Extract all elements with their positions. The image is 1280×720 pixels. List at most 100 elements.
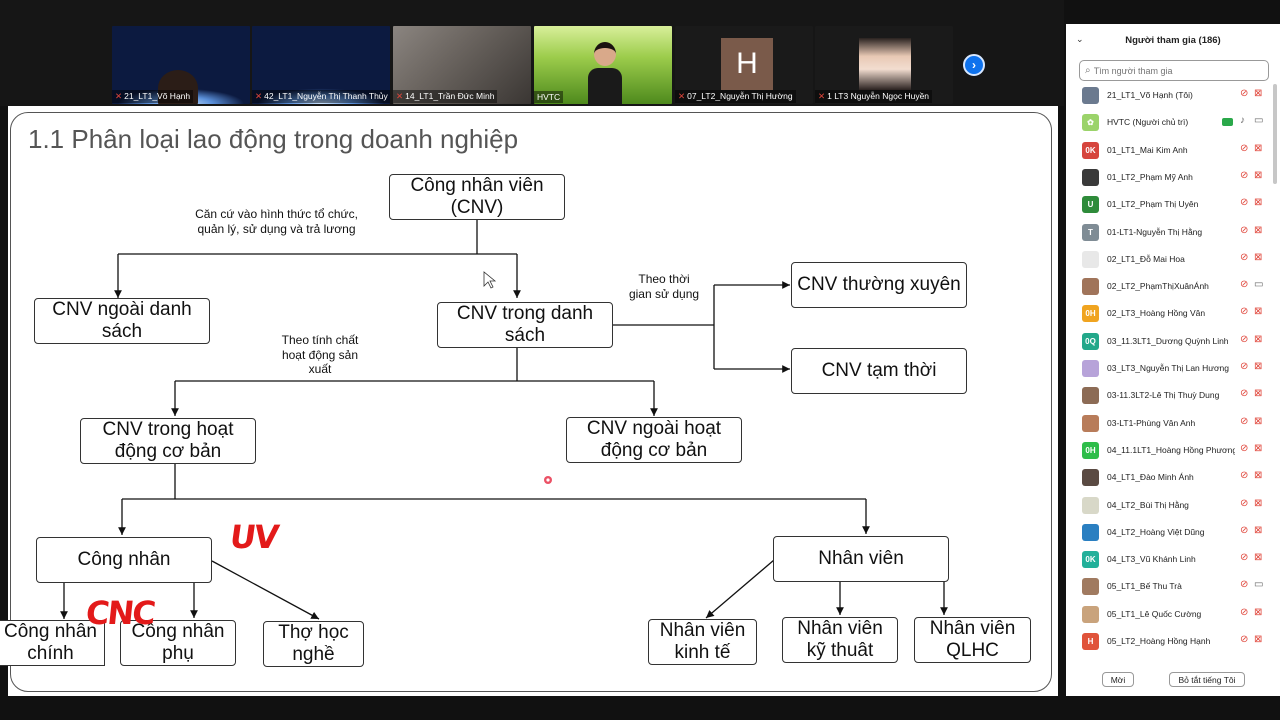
participant-name: HVTC (Người chủ trì) <box>1107 117 1189 128</box>
camera-off-icon[interactable]: ⊠ <box>1254 552 1263 564</box>
unmute-me-button[interactable]: Bỏ tắt tiếng Tôi <box>1169 672 1245 687</box>
scrollbar[interactable] <box>1273 84 1277 184</box>
participant-row[interactable]: 04_LT1_Đào Minh Ánh ⊘ ⊠ <box>1066 464 1271 491</box>
avatar: 0Q <box>1082 332 1099 350</box>
video-tile[interactable]: ✕14_LT1_Trần Đức Minh <box>393 26 531 104</box>
camera-off-icon[interactable]: ⊠ <box>1254 88 1263 99</box>
mic-muted-icon[interactable]: ⊘ <box>1240 251 1249 263</box>
camera-off-icon[interactable]: ⊠ <box>1254 470 1263 482</box>
mic-muted-icon[interactable]: ⊘ <box>1240 442 1249 454</box>
mic-muted-icon[interactable]: ⊘ <box>1240 306 1249 318</box>
camera-off-icon[interactable]: ⊠ <box>1254 251 1263 263</box>
camera-off-icon[interactable]: ⊠ <box>1254 169 1263 181</box>
participant-name: 04_LT1_Đào Minh Ánh <box>1107 472 1194 483</box>
participant-name: 03-LT1-Phùng Vân Anh <box>1107 417 1196 428</box>
annotation-cnc: CNC <box>84 594 156 632</box>
mic-muted-icon[interactable]: ⊘ <box>1240 634 1249 645</box>
participant-name: 01_LT2_Phạm Thị Uyên <box>1107 199 1199 210</box>
video-tile[interactable]: H ✕07_LT2_Nguyễn Thị Hường <box>675 26 813 104</box>
participant-row[interactable]: 04_LT2_Hoàng Việt Dũng⊘⊠ <box>1066 519 1271 546</box>
avatar <box>1082 578 1099 596</box>
participant-row[interactable]: 0Q 03_11.3LT1_Dương Quỳnh Linh ⊘ ⊠ <box>1066 328 1271 355</box>
node-nhan-vien-qlhc: Nhân viên QLHC <box>914 617 1031 663</box>
mic-muted-icon[interactable]: ⊘ <box>1240 579 1249 591</box>
camera-off-icon[interactable]: ⊠ <box>1254 197 1263 209</box>
video-tile-host[interactable]: HVTC <box>534 26 672 104</box>
mic-muted-icon[interactable]: ⊘ <box>1240 142 1249 154</box>
invite-button[interactable]: Mời <box>1102 672 1134 687</box>
mic-muted-icon[interactable]: ⊘ <box>1240 279 1249 291</box>
camera-off-icon[interactable]: ⊠ <box>1254 497 1263 509</box>
video-tile[interactable]: ✕21_LT1_Võ Hạnh <box>112 26 250 104</box>
participant-row[interactable]: ✿HVTC (Người chủ trì)♪▭ <box>1066 109 1271 136</box>
participant-row[interactable]: 05_LT1_Bế Thu Trà⊘▭ <box>1066 573 1271 600</box>
participant-row[interactable]: 02_LT2_PhạmThịXuânÁnh⊘▭ <box>1066 273 1271 300</box>
participant-row[interactable]: 0K 04_LT3_Vũ Khánh Linh ⊘ ⊠ <box>1066 546 1271 573</box>
camera-off-icon[interactable]: ⊠ <box>1254 388 1263 400</box>
mic-muted-icon: ✕ <box>818 91 826 101</box>
camera-off-icon[interactable]: ⊠ <box>1254 634 1263 645</box>
video-tile[interactable]: ✕42_LT1_Nguyễn Thị Thanh Thủy <box>252 26 390 104</box>
participant-name: 04_LT2_Bùi Thị Hằng <box>1107 499 1189 510</box>
participant-row[interactable]: 02_LT1_Đỗ Mai Hoa⊘⊠ <box>1066 246 1271 273</box>
avatar <box>1082 496 1099 514</box>
mic-muted-icon[interactable]: ⊘ <box>1240 197 1249 209</box>
participant-row[interactable]: 03-LT1-Phùng Vân Anh ⊘ ⊠ <box>1066 410 1271 437</box>
node-cnv-trong-danh-sach: CNV trong danh sách <box>437 302 613 348</box>
camera-off-icon[interactable]: ⊠ <box>1254 606 1263 618</box>
camera-on-icon[interactable]: ▭ <box>1254 279 1264 291</box>
avatar <box>1082 469 1099 487</box>
mic-muted-icon[interactable]: ⊘ <box>1240 224 1249 236</box>
mic-muted-icon[interactable]: ⊘ <box>1240 88 1249 99</box>
camera-off-icon[interactable]: ⊠ <box>1254 224 1263 236</box>
mic-muted-icon[interactable]: ⊘ <box>1240 169 1249 181</box>
org-connectors <box>60 220 948 620</box>
search-box[interactable]: ⌕ <box>1079 60 1269 81</box>
participant-row[interactable]: 03_LT3_Nguyễn Thị Lan Hương⊘⊠ <box>1066 355 1271 382</box>
mic-muted-icon[interactable]: ⊘ <box>1240 606 1249 618</box>
mic-muted-icon[interactable]: ⊘ <box>1240 415 1249 427</box>
node-cnv-ngoai-danh-sach: CNV ngoài danh sách <box>34 298 210 344</box>
mic-on-icon[interactable]: ♪ <box>1240 115 1245 127</box>
camera-off-icon[interactable]: ⊠ <box>1254 306 1263 318</box>
participant-row[interactable]: 05_LT1_Lê Quốc Cường⊘⊠ <box>1066 601 1271 628</box>
mic-muted-icon[interactable]: ⊘ <box>1240 388 1249 400</box>
camera-off-icon[interactable]: ⊠ <box>1254 333 1263 345</box>
node-cnv-trong-hoat-dong: CNV trong hoạt động cơ bản <box>80 418 256 464</box>
participant-row[interactable]: 03-11.3LT2-Lê Thị Thuỳ Dung⊘⊠ <box>1066 382 1271 409</box>
camera-off-icon[interactable]: ⊠ <box>1254 524 1263 536</box>
participant-name: 04_LT3_Vũ Khánh Linh <box>1107 554 1196 565</box>
mic-muted-icon[interactable]: ⊘ <box>1240 361 1249 372</box>
camera-on-icon[interactable]: ▭ <box>1254 579 1264 591</box>
participant-row[interactable]: 21_LT1_Võ Hạnh (Tôi)⊘⊠ <box>1066 82 1271 109</box>
participant-name: 03_11.3LT1_Dương Quỳnh Linh <box>1107 335 1229 346</box>
node-cong-nhan-chinh: Công nhân chính <box>0 620 105 666</box>
mic-muted-icon[interactable]: ⊘ <box>1240 470 1249 482</box>
mic-muted-icon[interactable]: ⊘ <box>1240 524 1249 536</box>
video-tile[interactable]: ✕1 LT3 Nguyễn Ngọc Huyền <box>815 26 953 104</box>
host-video <box>588 42 622 104</box>
camera-off-icon[interactable]: ⊠ <box>1254 442 1263 454</box>
edge-label-theo-thoi-gian: Theo thời gian sử dụng <box>628 272 700 301</box>
mic-muted-icon[interactable]: ⊘ <box>1240 552 1249 564</box>
camera-off-icon[interactable]: ⊠ <box>1254 361 1263 372</box>
mic-muted-icon[interactable]: ⊘ <box>1240 497 1249 509</box>
avatar: H <box>1082 633 1099 650</box>
search-input[interactable] <box>1093 65 1254 76</box>
avatar: 0K <box>1082 551 1099 569</box>
next-page-icon[interactable]: › <box>963 54 985 76</box>
camera-off-icon[interactable]: ⊠ <box>1254 415 1263 427</box>
participant-row[interactable]: 01_LT2_Phạm Mỹ Anh⊘⊠ <box>1066 164 1271 191</box>
mic-muted-icon[interactable]: ⊘ <box>1240 333 1249 345</box>
chevron-down-icon[interactable]: ⌄ <box>1076 34 1084 44</box>
camera-off-icon[interactable]: ⊠ <box>1254 142 1263 154</box>
node-nhan-vien-ky-thuat: Nhân viên kỹ thuât <box>782 617 898 663</box>
participant-row[interactable]: 04_LT2_Bùi Thị Hằng ⊘ ⊠ <box>1066 492 1271 519</box>
camera-on-icon[interactable]: ▭ <box>1254 115 1264 127</box>
